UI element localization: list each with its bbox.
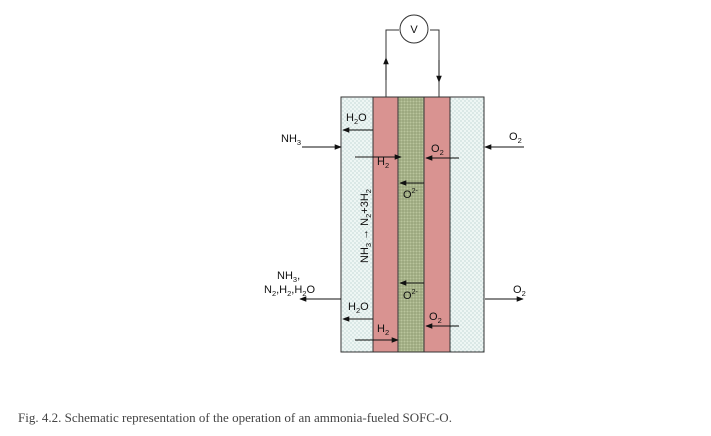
right-outlet-label: O2	[513, 284, 526, 298]
air-channel	[449, 96, 485, 353]
left-outlet-label-2: N2,H2,H2O	[264, 284, 315, 298]
anode-layer	[372, 96, 399, 353]
left-inlet-label: NH3	[281, 133, 301, 147]
reaction-label: NH3 → N2+3H2	[359, 189, 373, 263]
figure-caption: Fig. 4.2. Schematic representation of th…	[18, 410, 452, 425]
anode-bottom-product-label: H2O	[348, 301, 369, 315]
left-outlet-label-1: NH3,	[277, 270, 300, 284]
fuel-channel	[340, 96, 374, 353]
voltmeter-label: V	[410, 24, 418, 36]
voltmeter-icon	[399, 14, 429, 44]
right-inlet-label: O2	[509, 131, 522, 145]
electrolyte-layer	[397, 96, 425, 353]
anode-top-product-label: H2O	[346, 112, 367, 126]
cathode-layer	[423, 96, 451, 353]
